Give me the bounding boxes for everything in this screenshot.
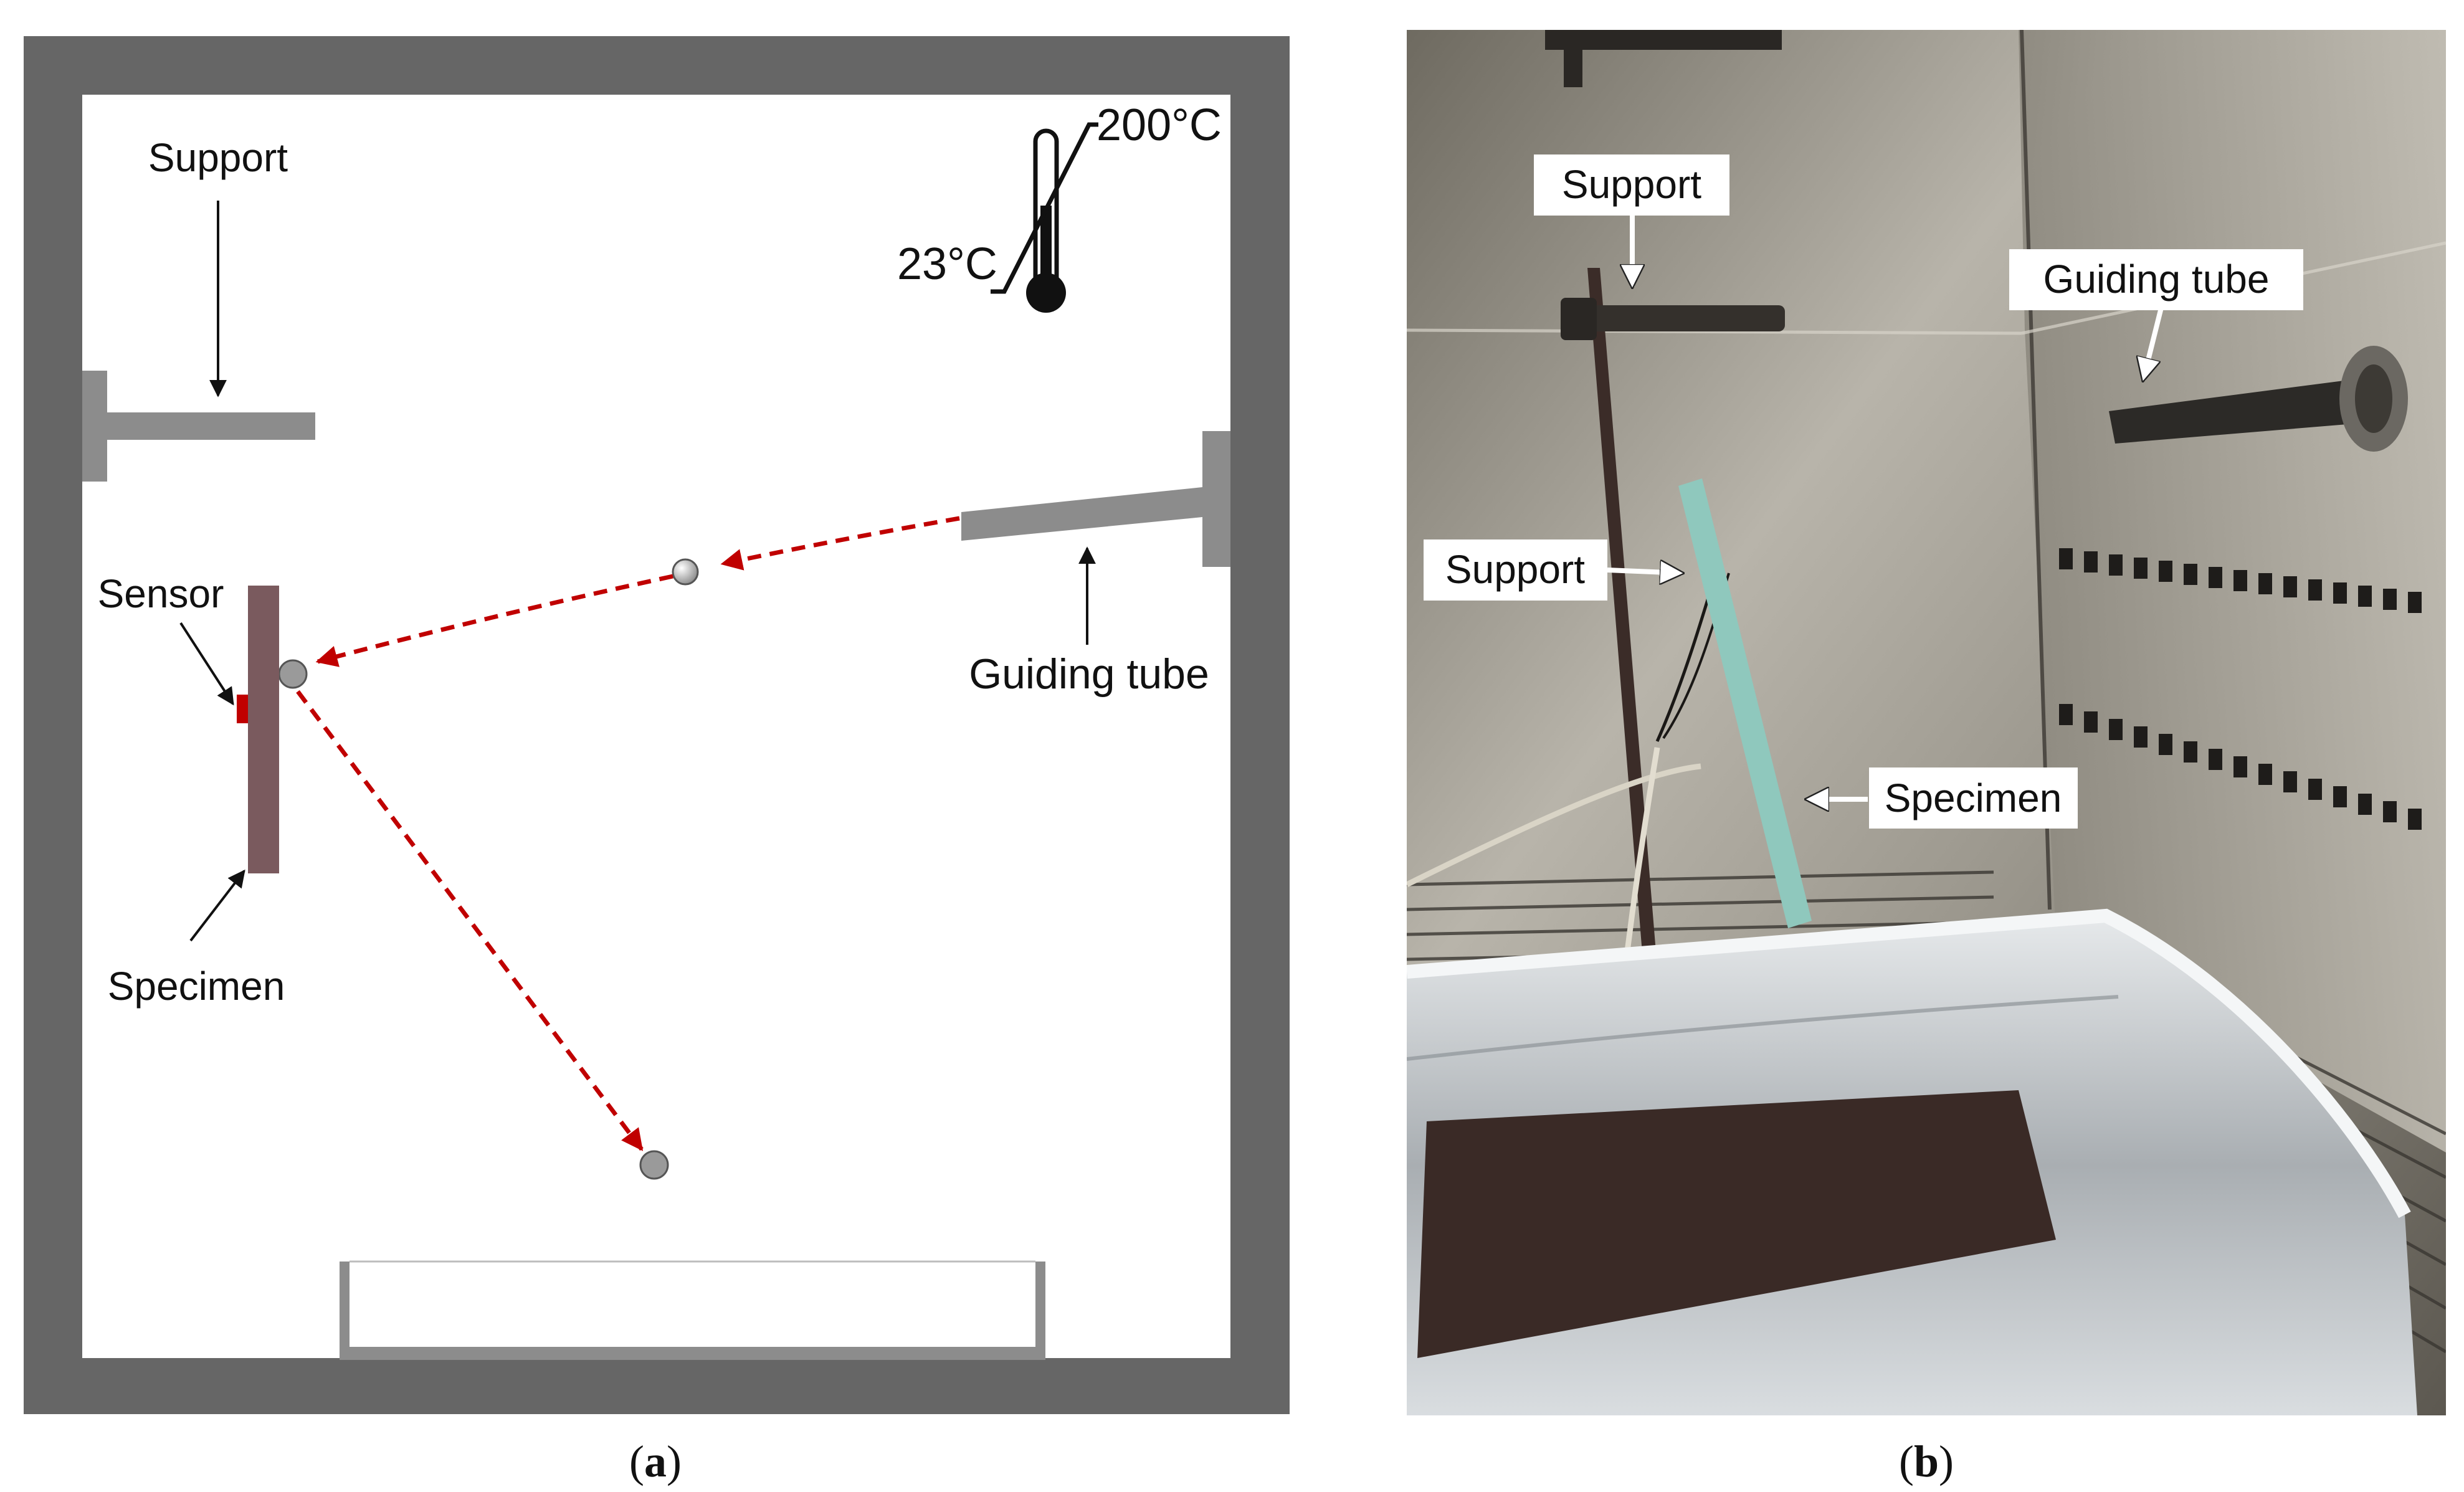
temperature-high-label: 200°C [1096,100,1222,150]
ball-trajectory-rebound [296,690,644,1151]
sensor-label: Sensor [98,571,224,616]
photo-support-side-arrow [1607,570,1682,573]
temperature-low-label: 23°C [897,239,997,289]
panel-b-caption: (b) [1899,1437,1954,1486]
photo-guiding-tube-label: Guiding tube [2043,257,2270,302]
specimen-label: Specimen [108,964,285,1009]
oven-chamber-wall [24,36,1290,1414]
guiding-tube-photo [2109,380,2355,444]
guiding-tube [961,487,1202,541]
panel-a-schematic: Support 200°C 23°C Guiding tube Sensor S… [24,36,1290,1486]
panel-a-caption: (a) [629,1437,682,1486]
specimen-arrow [189,869,245,942]
ball-trajectory-incoming-b [315,574,673,667]
sensor-wires [1407,763,1701,888]
photo-support-top-label: Support [1562,162,1701,207]
sensor [237,695,248,723]
sensor-arrow [179,622,234,706]
support-bolt-photo [1561,305,1785,331]
photo-guiding-tube-arrow [2143,305,2164,380]
photo-support-side-label: Support [1445,547,1585,592]
thermometer-icon [991,122,1098,313]
panel-b-photo: Support Guiding tube Support Specimen (b… [1407,30,2446,1486]
specimen [248,586,279,873]
specimen-photo [1678,478,1812,928]
ball-trajectory-incoming-a [720,516,960,571]
ball-after-rebound [639,1150,669,1180]
impact-plate-photo [1417,1090,2056,1358]
support-label: Support [148,135,288,180]
guiding-tube-bracket [1202,431,1230,567]
photo-specimen-label: Specimen [1885,776,2062,820]
collection-tray [340,1260,1045,1360]
ventilation-slots [2059,548,2422,830]
ball-at-impact [278,659,308,689]
support-bracket [82,371,107,482]
ball-in-flight [672,558,699,586]
guiding-tube-label: Guiding tube [969,650,1209,698]
support-rod [106,412,315,440]
